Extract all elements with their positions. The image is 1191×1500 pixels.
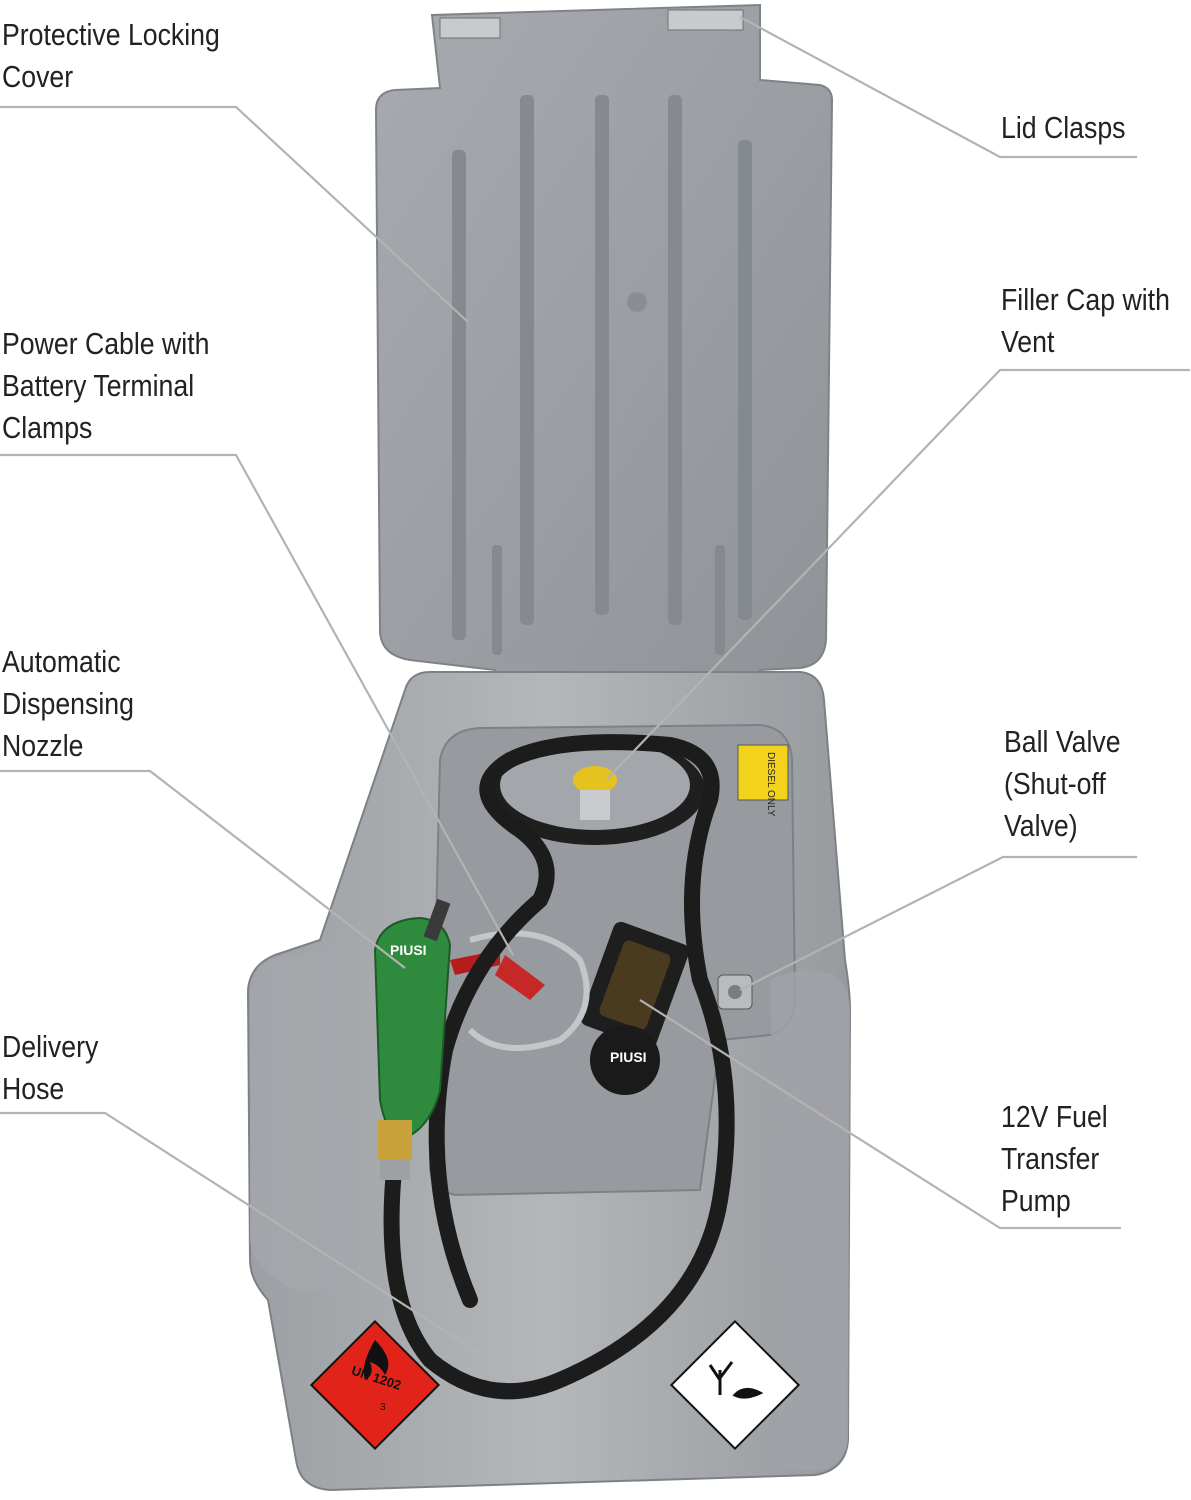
dead-tree-fish-icon [708,1361,764,1399]
label-fuel-transfer-pump: 12V Fuel Transfer Pump [1001,1096,1108,1222]
lid-clasp-right [667,9,744,31]
ball-valve [717,974,753,1010]
leader-line-lid-clasps [739,16,1137,159]
label-filler-cap-with-vent: Filler Cap with Vent [1001,279,1170,363]
label-line: Power Cable with [2,326,210,361]
automatic-dispensing-nozzle: PIUSI [373,898,452,1180]
diesel-only-sticker [737,744,789,801]
power-cable [467,930,590,1051]
label-ball-valve: Ball Valve (Shut-off Valve) [1004,721,1121,847]
label-line: Delivery [2,1029,99,1064]
label-line: Filler Cap with [1001,282,1170,317]
leader-line-filler-cap [606,368,1190,780]
label-line: 12V Fuel [1001,1099,1108,1134]
battery-clamp [495,955,545,1000]
diesel-sticker-text: DIESEL ONLY [765,752,776,817]
label-line: Vent [1001,324,1055,359]
flame-icon [363,1340,389,1380]
leader-line-delivery-hose [0,1111,513,1375]
label-power-cable: Power Cable with Battery Terminal Clamps [2,323,209,449]
label-protective-locking-cover: Protective Locking Cover [2,14,220,98]
pump-brand-text: PIUSI [610,1049,647,1065]
label-line: Dispensing [2,686,134,721]
flammable-placard: UN 1202 3 [309,1319,441,1451]
nozzle-brand-text: PIUSI [390,942,427,958]
leader-line-nozzle [0,769,406,969]
label-line: Battery Terminal [2,368,195,403]
filler-cap-with-vent [485,735,705,845]
leader-line-ball-valve [739,855,1137,991]
label-line: Nozzle [2,728,84,763]
label-line: Valve) [1004,808,1078,843]
leader-line-protective-cover [0,105,469,323]
label-line: Protective Locking [2,17,220,52]
label-line: Hose [2,1071,65,1106]
label-line: Clamps [2,410,93,445]
environmental-hazard-placard [669,1319,801,1451]
label-line: Ball Valve [1004,724,1121,759]
label-line: Automatic [2,644,121,679]
label-line: Transfer [1001,1141,1100,1176]
label-line: Lid Clasps [1001,110,1126,145]
label-delivery-hose: Delivery Hose [2,1026,98,1110]
label-lid-clasps: Lid Clasps [1001,107,1125,149]
delivery-hose [383,734,735,1400]
leader-lines [0,16,1190,1375]
label-automatic-dispensing-nozzle: Automatic Dispensing Nozzle [2,641,134,767]
lid-clasp-left [439,17,501,39]
label-line: Cover [2,59,74,94]
un-class-text: 3 [380,1402,386,1413]
leader-line-power-cable [0,453,514,956]
label-line: Pump [1001,1183,1071,1218]
leader-line-pump [639,999,1121,1230]
label-line: (Shut-off [1004,766,1106,801]
protective-locking-cover [374,3,834,707]
